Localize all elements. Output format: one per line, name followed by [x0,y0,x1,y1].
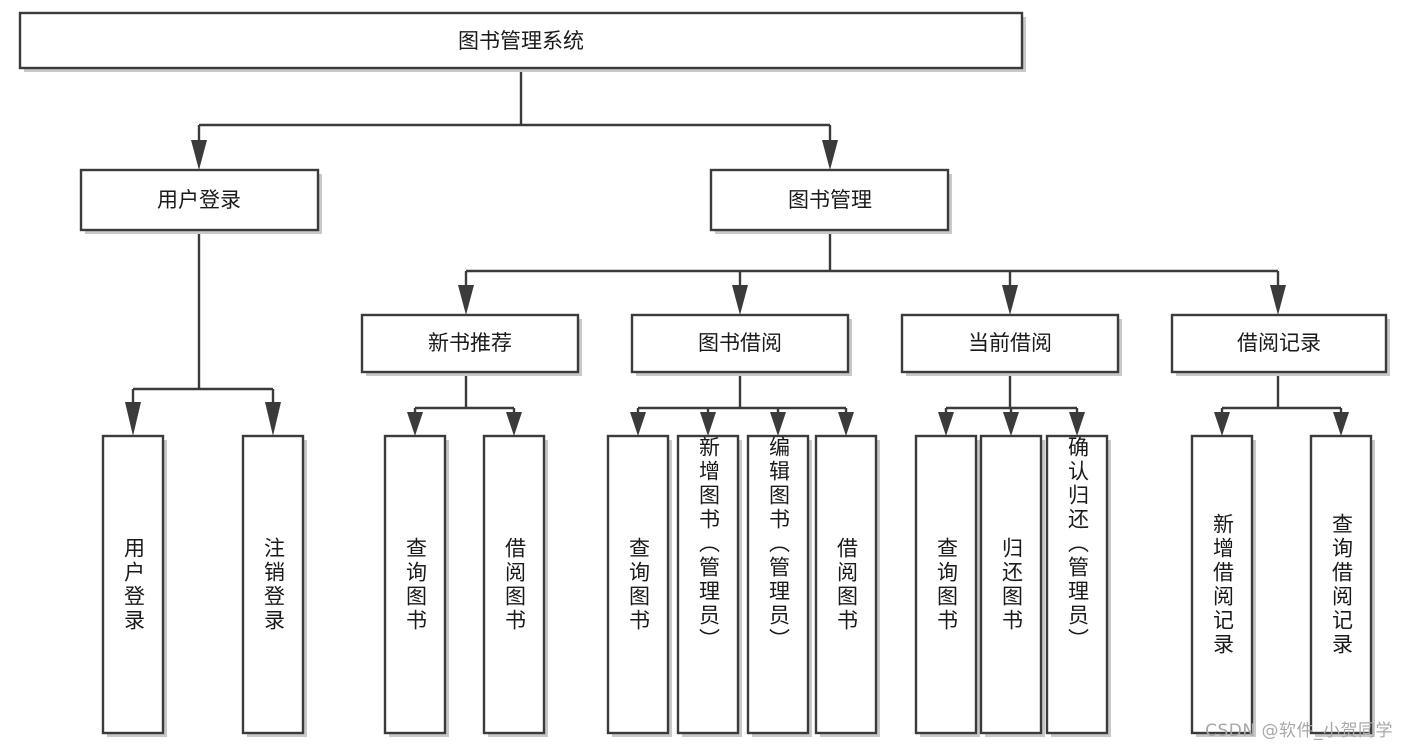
arrow-userlogin-leaf-2 [265,402,281,436]
arrow-to-borrow-record [1270,285,1286,315]
arrow-to-new-book [458,285,474,315]
node-borrow-record-box[interactable] [1170,313,1388,374]
node-root-box[interactable] [18,11,1024,70]
leaf-user-login-2[interactable] [241,434,307,737]
node-new-book-label: 新书推荐 [428,331,512,355]
leaf-current-borrow-2[interactable] [979,434,1045,737]
arrow-bookborrow-leaf-3 [770,412,786,436]
leaf-new-book-2[interactable] [482,434,548,737]
leaf-book-borrow-2[interactable] [676,434,742,737]
arrow-userlogin-leaf-1 [125,402,141,436]
arrow-bookborrow-leaf-4 [838,412,854,436]
leaf-borrow-record-1[interactable] [1190,434,1256,737]
node-user-login-label: 用户登录 [157,188,241,212]
arrow-currentborrow-leaf-3 [1069,412,1085,436]
leaf-user-login-1[interactable] [101,434,167,737]
node-borrow-record-label: 借阅记录 [1237,331,1321,355]
leaf-book-borrow-4-box[interactable] [814,434,878,735]
node-current-borrow-label: 当前借阅 [968,331,1052,355]
leaf-book-borrow-4[interactable] [814,434,880,737]
arrow-newbook-leaf-1 [407,412,423,436]
node-user-login-box[interactable] [79,168,320,232]
leaf-borrow-record-2-box[interactable] [1309,434,1373,735]
arrow-currentborrow-leaf-2 [1003,412,1019,436]
arrow-currentborrow-leaf-1 [938,412,954,436]
node-root-label: 图书管理系统 [458,29,584,53]
leaf-current-borrow-2-box[interactable] [979,434,1043,735]
arrow-newbook-leaf-2 [506,412,522,436]
arrow-root-to-user-login [191,140,207,170]
leaf-current-borrow-1[interactable] [914,434,980,737]
leaf-user-login-1-box[interactable] [101,434,165,735]
node-book-borrow[interactable]: 图书借阅 [630,313,852,376]
node-book-manage[interactable]: 图书管理 [709,168,952,234]
arrow-root-to-book-manage [822,140,838,170]
leaf-current-borrow-3[interactable] [1045,434,1111,737]
arrow-borrowrecord-leaf-1 [1214,412,1230,436]
leaf-new-book-1[interactable] [383,434,449,737]
arrow-bookborrow-leaf-2 [700,412,716,436]
leaf-book-borrow-1[interactable] [606,434,672,737]
leaf-current-borrow-3-box[interactable] [1045,434,1109,735]
node-root[interactable]: 图书管理系统 [18,11,1026,72]
node-book-borrow-label: 图书借阅 [698,331,782,355]
leaf-book-borrow-3-box[interactable] [746,434,810,735]
node-book-borrow-box[interactable] [630,313,850,374]
node-book-manage-box[interactable] [709,168,950,232]
node-current-borrow[interactable]: 当前借阅 [900,313,1122,376]
csdn-watermark: CSDN @软件_小贺同学 [1205,721,1393,741]
leaf-new-book-1-box[interactable] [383,434,447,735]
node-new-book-box[interactable] [360,313,580,374]
arrow-to-book-borrow [732,285,748,315]
node-borrow-record[interactable]: 借阅记录 [1170,313,1390,376]
arrow-to-current-borrow [1002,285,1018,315]
node-book-manage-label: 图书管理 [788,188,872,212]
leaf-borrow-record-1-box[interactable] [1190,434,1254,735]
leaf-user-login-2-box[interactable] [241,434,305,735]
node-current-borrow-box[interactable] [900,313,1120,374]
node-new-book[interactable]: 新书推荐 [360,313,582,376]
leaf-borrow-record-2[interactable] [1309,434,1375,737]
leaf-book-borrow-2-box[interactable] [676,434,740,735]
leaf-new-book-2-box[interactable] [482,434,546,735]
leaf-current-borrow-1-box[interactable] [914,434,978,735]
arrow-borrowrecord-leaf-2 [1333,412,1349,436]
leaf-book-borrow-3[interactable] [746,434,812,737]
connector-group [125,68,1349,436]
arrow-bookborrow-leaf-1 [630,412,646,436]
node-user-login[interactable]: 用户登录 [79,168,322,234]
leaf-book-borrow-1-box[interactable] [606,434,670,735]
